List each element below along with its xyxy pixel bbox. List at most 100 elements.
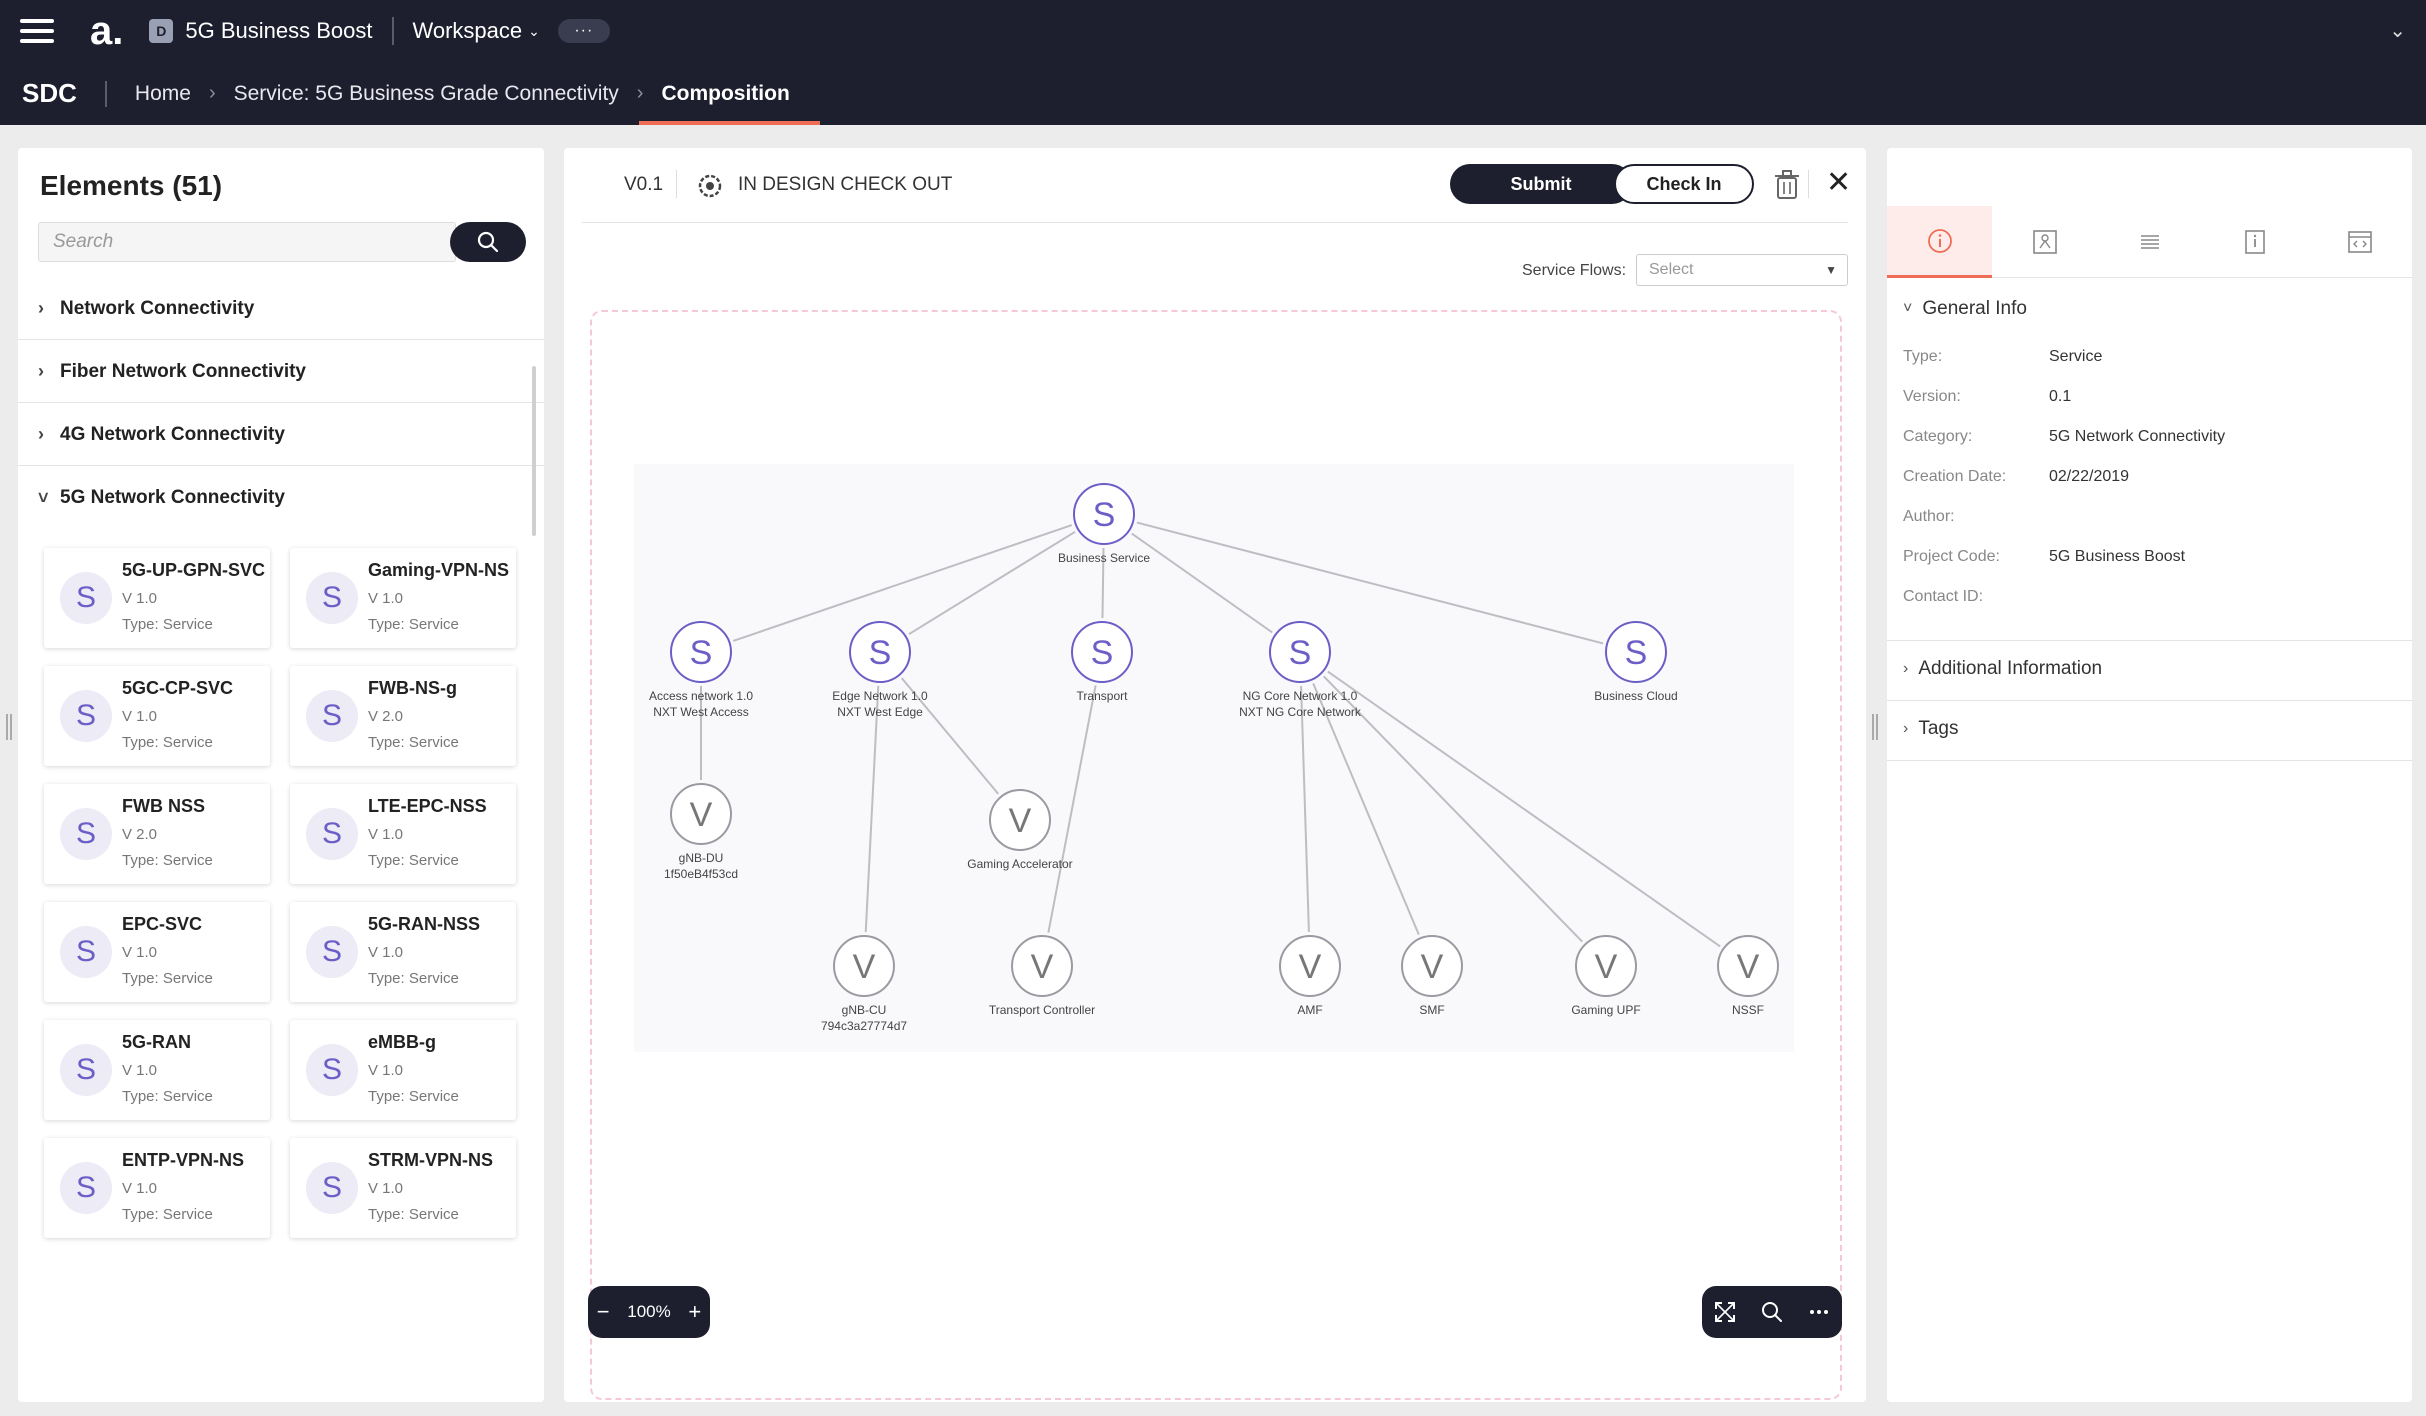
graph-edge: [1323, 675, 1583, 943]
breadcrumb-home[interactable]: Home: [134, 81, 191, 105]
elements-panel: Elements (51) › Network Connectivity › F…: [18, 148, 544, 1402]
menu-icon[interactable]: [20, 19, 54, 43]
service-icon: S: [306, 808, 358, 860]
chevron-right-icon: ›: [38, 361, 44, 381]
more-icon[interactable]: [1806, 1299, 1832, 1325]
chevron-right-icon: ›: [1903, 720, 1909, 737]
breadcrumb-composition[interactable]: Composition: [639, 62, 821, 125]
card-version: V 1.0: [122, 590, 158, 607]
submit-button[interactable]: Submit: [1450, 164, 1632, 204]
left-splitter[interactable]: [6, 714, 12, 740]
chevron-right-icon: ›: [38, 424, 44, 444]
card-name: Gaming-VPN-NS: [368, 560, 510, 580]
canvas-frame[interactable]: [590, 310, 1842, 1400]
node-letter: S: [1289, 634, 1312, 672]
chevron-down-icon: ˅: [38, 487, 49, 508]
tab-document[interactable]: [2202, 206, 2307, 278]
search-icon: [477, 231, 499, 253]
service-icon: S: [306, 1044, 358, 1096]
node-letter: V: [1737, 948, 1760, 986]
tab-code[interactable]: [2307, 206, 2412, 278]
category-network-connectivity[interactable]: › Network Connectivity: [18, 278, 544, 340]
project-code-value: 5G Business Boost: [2049, 548, 2186, 565]
card-version: V 1.0: [122, 1180, 158, 1197]
chevron-right-icon: ›: [1903, 660, 1909, 677]
card-type: Type: Service: [122, 852, 213, 869]
category-fiber-network-connectivity[interactable]: › Fiber Network Connectivity: [18, 341, 544, 403]
chevron-right-icon: ›: [38, 298, 44, 318]
category-4g-network-connectivity[interactable]: › 4G Network Connectivity: [18, 404, 544, 466]
graph-edge: [732, 524, 1073, 642]
status-label: IN DESIGN CHECK OUT: [738, 174, 953, 195]
contact-id-label: Contact ID:: [1903, 588, 1984, 605]
category-5g-network-connectivity[interactable]: ˅ 5G Network Connectivity: [18, 467, 544, 529]
trash-icon[interactable]: [1774, 170, 1800, 200]
additional-information-section[interactable]: › Additional Information: [1903, 658, 2102, 680]
chevron-down-icon[interactable]: ⌄: [2389, 20, 2406, 42]
right-splitter[interactable]: [1872, 714, 1878, 740]
scrollbar[interactable]: [532, 366, 536, 536]
search-input[interactable]: [38, 222, 456, 262]
expand-icon[interactable]: [1712, 1299, 1738, 1325]
node-letter: S: [1625, 634, 1648, 672]
service-flows-select[interactable]: Select ▼: [1636, 254, 1848, 286]
zoom-in-button[interactable]: +: [688, 1299, 702, 1324]
node-label: SMF: [1419, 1003, 1444, 1017]
search-button[interactable]: [450, 222, 526, 262]
type-label: Type:: [1903, 348, 1943, 365]
tab-composition[interactable]: [1992, 206, 2097, 278]
search-icon[interactable]: [1759, 1299, 1785, 1325]
card-type: Type: Service: [122, 1206, 213, 1223]
vf-node-icon: [833, 935, 895, 997]
divider: [582, 222, 1848, 223]
card-version: V 1.0: [368, 590, 404, 607]
graph-edge: [1300, 685, 1310, 933]
check-in-button[interactable]: Check In: [1614, 164, 1754, 204]
tab-list[interactable]: [2097, 206, 2202, 278]
app-name[interactable]: SDC: [22, 78, 77, 108]
zoom-out-button[interactable]: −: [596, 1299, 610, 1324]
composition-canvas-panel: V0.1 IN DESIGN CHECK OUT Submit Check In…: [564, 148, 1866, 1402]
card-type: Type: Service: [368, 852, 459, 869]
more-button[interactable]: ···: [557, 19, 610, 43]
project-name[interactable]: 5G Business Boost: [185, 18, 373, 43]
additional-information-title: Additional Information: [1918, 658, 2103, 679]
tags-section[interactable]: › Tags: [1903, 718, 1958, 740]
list-icon: [2140, 235, 2159, 249]
service-icon: S: [60, 808, 112, 860]
workspace-dropdown[interactable]: Workspace ⌄: [412, 18, 539, 44]
breadcrumb-service[interactable]: Service: 5G Business Grade Connectivity: [233, 81, 619, 105]
chevron-down-icon: ˅: [1903, 300, 1913, 317]
tab-info[interactable]: [1887, 206, 1992, 278]
general-info-section[interactable]: ˅ General Info: [1903, 298, 2027, 320]
service-node-icon: [1071, 621, 1133, 683]
close-icon[interactable]: ✕: [1826, 166, 1852, 199]
